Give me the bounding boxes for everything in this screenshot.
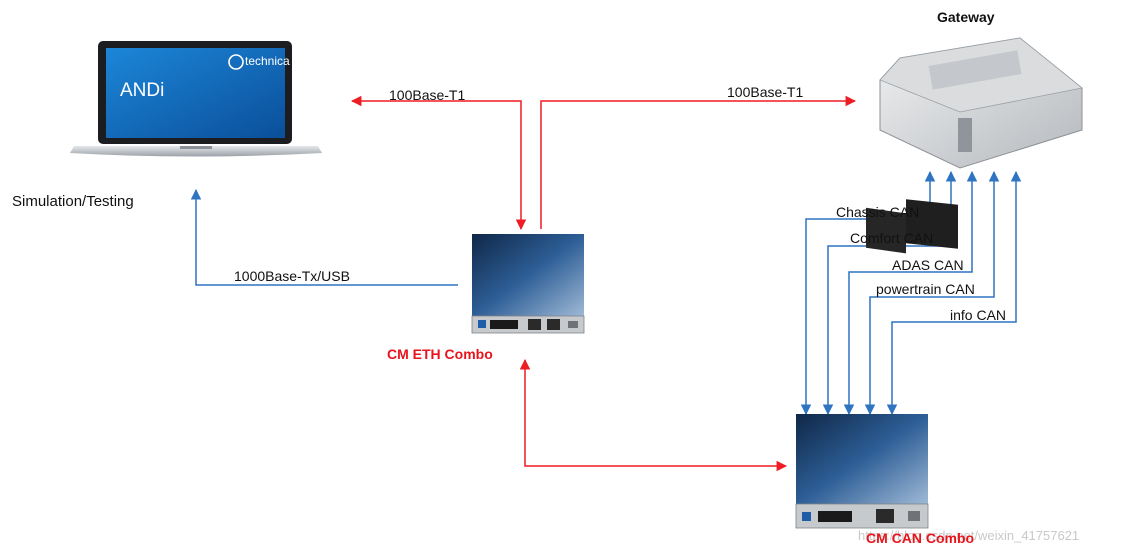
link-eth-to-pc [350,95,527,231]
can-label-info: info CAN [950,307,1007,323]
can-label-comfort: Comfort CAN [850,230,934,246]
can-label-powertrain: powertrain CAN [876,281,975,297]
link-label-eth-to-gateway: 100Base-T1 [727,84,804,100]
can-label-adas: ADAS CAN [892,257,964,273]
link-eth-to-can-combo [519,358,788,472]
can-bus-info [886,170,1022,416]
link-eth-to-pc-usb [190,188,458,286]
can-combo-label: CM CAN Combo [866,530,975,546]
watermark: https://blog.csdn.net/weixin_41757621 [858,528,1080,543]
can-label-chassis: Chassis CAN [836,204,920,220]
gateway-label: Gateway [937,9,995,25]
link-eth-to-gateway [540,95,857,229]
laptop-screen-brand: technica [245,54,290,68]
laptop-screen-app: ANDi [120,80,165,101]
eth-combo-label: CM ETH Combo [387,346,493,362]
link-label-eth-to-pc: 100Base-T1 [389,87,466,103]
pc-label: Simulation/Testing [12,193,134,210]
link-label-eth-to-pc-usb: 1000Base-Tx/USB [234,268,350,284]
